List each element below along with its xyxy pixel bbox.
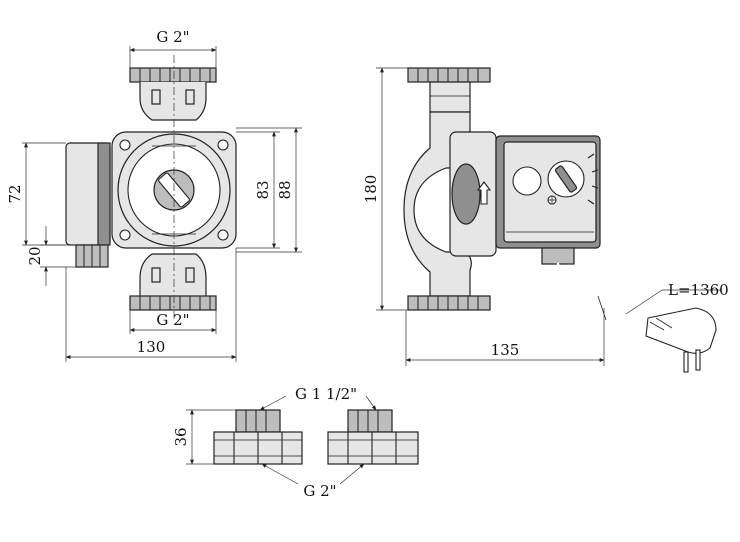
dim-width-front: 130 bbox=[137, 338, 166, 356]
dim-cable-length: L=1360 bbox=[668, 281, 729, 299]
dim-height-20: 20 bbox=[26, 246, 44, 265]
dim-union-height: 36 bbox=[172, 427, 190, 446]
dim-bottom-thread: G 2" bbox=[156, 311, 189, 329]
dim-union-bottom-thread: G 2" bbox=[303, 482, 336, 500]
dim-top-thread: G 2" bbox=[156, 28, 189, 46]
dim-height-83: 83 bbox=[254, 180, 272, 199]
side-bottom-port bbox=[407, 295, 491, 311]
union-fittings bbox=[213, 409, 419, 465]
side-motor-window bbox=[451, 163, 481, 225]
cable-gland bbox=[541, 247, 575, 265]
flow-direction-arrow-icon bbox=[476, 181, 492, 205]
dim-union-top-thread: G 1 1/2" bbox=[295, 385, 357, 403]
front-dimensions: G 2" G 2" 130 72 20 83 88 bbox=[6, 28, 302, 362]
side-top-port bbox=[407, 67, 491, 113]
front-view bbox=[65, 55, 237, 320]
front-bottom-port bbox=[129, 253, 217, 311]
dim-height-72: 72 bbox=[6, 184, 24, 203]
power-plug bbox=[645, 307, 717, 373]
indicator-lamp bbox=[512, 166, 542, 196]
dim-height-side: 180 bbox=[362, 175, 380, 204]
union-left bbox=[213, 409, 303, 465]
dim-height-88: 88 bbox=[276, 180, 294, 199]
dim-width-side: 135 bbox=[491, 341, 520, 359]
front-terminal-box bbox=[65, 142, 111, 268]
front-top-port bbox=[129, 67, 217, 121]
side-dimensions: 180 135 L=1360 bbox=[362, 67, 729, 366]
side-view bbox=[403, 67, 717, 373]
union-dimensions: G 1 1/2" 36 G 2" bbox=[172, 385, 377, 500]
side-control-box bbox=[495, 135, 601, 249]
union-right bbox=[327, 409, 419, 465]
